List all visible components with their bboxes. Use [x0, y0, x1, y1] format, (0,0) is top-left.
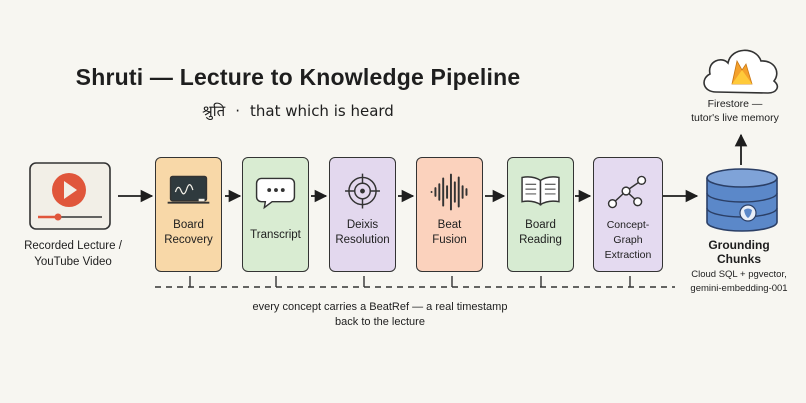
stage-label-line1: Deixis — [346, 219, 379, 231]
graph-nodes-icon — [607, 175, 647, 209]
target-icon — [345, 173, 380, 209]
stage-label-line2: Extraction — [604, 249, 652, 261]
stage-concept-graph-extraction: Concept-Graph Extraction — [593, 157, 663, 272]
flow-arrows — [118, 133, 748, 203]
stage-label-line1: Beat — [437, 219, 462, 231]
open-book-icon — [521, 176, 560, 206]
cloud-firebase-icon — [703, 49, 779, 94]
caption-line1: every concept carries a BeatRef — a real… — [252, 301, 508, 313]
stage-beat-fusion: Beat Fusion — [416, 157, 483, 272]
stage-board-recovery: Board Recovery — [155, 157, 222, 272]
beatref-caption: every concept carries a BeatRef — a real… — [240, 300, 520, 330]
grounding-label-line1: Grounding — [708, 238, 770, 252]
stage-label-line1: Transcript — [250, 229, 301, 241]
grounding-label-line2: Chunks — [716, 252, 761, 266]
source-label-line2: YouTube Video — [34, 256, 112, 268]
stage-label-line2: Resolution — [335, 234, 390, 246]
grounding-chunks-label: Grounding Chunks — [672, 238, 806, 266]
stage-deixis-resolution: Deixis Resolution — [329, 157, 396, 272]
subtitle-devanagari: श्रुति — [202, 102, 226, 120]
subtitle-text: that which is heard — [250, 102, 394, 120]
database-icon — [706, 168, 778, 232]
source-label-line1: Recorded Lecture / — [24, 240, 122, 252]
caption-line2: back to the lecture — [335, 316, 425, 328]
chalkboard-icon — [167, 175, 210, 204]
source-label: Recorded Lecture / YouTube Video — [14, 238, 132, 270]
stage-label-line2: Reading — [519, 234, 562, 246]
grounding-chunks-sublabel: Cloud SQL + pgvector, gemini-embedding-0… — [672, 268, 806, 296]
play-video-icon — [29, 162, 111, 230]
stage-transcript: Transcript — [242, 157, 309, 272]
stage-label-line2: Recovery — [164, 234, 213, 246]
subtitle-separator: · — [235, 102, 241, 120]
stage-label-line2: Fusion — [432, 234, 467, 246]
stage-board-reading: Board Reading — [507, 157, 574, 272]
waveform-icon — [430, 173, 468, 211]
stage-label-line1: Board — [525, 219, 556, 231]
grounding-sub-line1: Cloud SQL + pgvector, — [691, 269, 787, 280]
firestore-label-line1: Firestore — — [707, 98, 763, 110]
grounding-sub-line2: gemini-embedding-001 — [690, 283, 788, 294]
firestore-label-line2: tutor's live memory — [691, 112, 779, 124]
beatref-timeline — [155, 276, 675, 288]
stage-label-line1: Concept-Graph — [606, 219, 650, 246]
stage-label-line1: Board — [173, 219, 204, 231]
diagram-subtitle: श्रुति · that which is heard — [0, 101, 596, 121]
firestore-label: Firestore — tutor's live memory — [660, 97, 806, 125]
speech-bubble-icon — [255, 177, 296, 210]
diagram-title: Shruti — Lecture to Knowledge Pipeline — [75, 64, 521, 90]
